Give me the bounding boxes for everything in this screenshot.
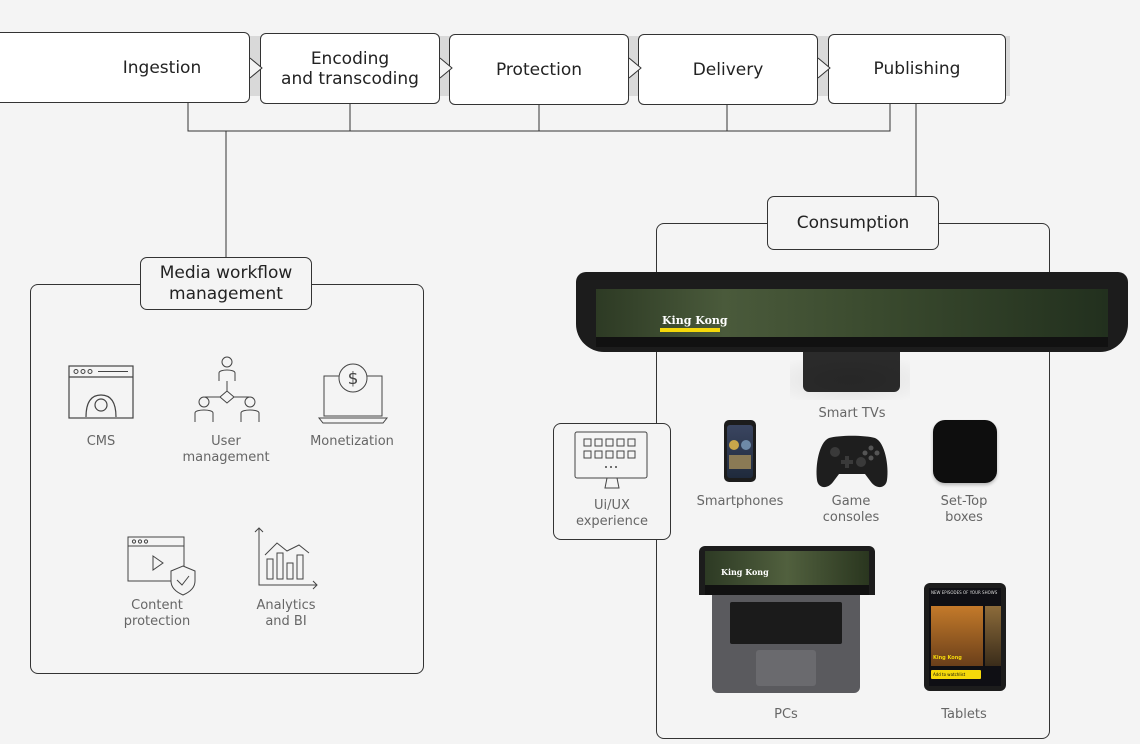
laptop-show-title: King Kong [721, 567, 769, 577]
workflow-title-text: Media workflow management [159, 262, 293, 304]
stage-encoding: Encoding and transcoding [260, 33, 440, 104]
tablet-show-title: King Kong [933, 655, 962, 661]
workflow-cms-label: CMS [86, 434, 116, 449]
stage-encoding-label: Encoding and transcoding [281, 48, 419, 89]
device-set-top-boxes-label: Set-Top boxes [940, 494, 988, 525]
workflow-analytics-label: Analytics and BI [256, 598, 316, 629]
stage-delivery: Delivery [638, 34, 818, 105]
device-game-consoles-label: Game consoles [822, 494, 880, 525]
stage-ingestion-label: Ingestion [122, 57, 202, 78]
workflow-content-protection-label: Content protection [123, 598, 191, 629]
bar-chart-icon [254, 527, 318, 590]
stage-arrows [249, 57, 831, 79]
stage-publishing: Publishing [828, 34, 1006, 104]
uiux-box [553, 423, 671, 540]
workflow-monetization-label: Monetization [310, 434, 394, 449]
monitor-grid-icon [574, 431, 648, 489]
device-tablets-label: Tablets [941, 707, 987, 722]
play-shield-icon [127, 536, 196, 596]
workflow-title: Media workflow management [140, 257, 312, 310]
gamepad-icon [816, 435, 888, 488]
tablet-header: NEW EPISODES OF YOUR SHOWS [931, 590, 998, 595]
stage-ingestion: Ingestion [0, 32, 250, 103]
uiux-label: Ui/UX experience [575, 498, 649, 529]
tv-show-title: King Kong [662, 314, 728, 327]
stage-delivery-label: Delivery [692, 59, 764, 80]
stage-protection: Protection [449, 34, 629, 105]
stage-publishing-label: Publishing [873, 59, 961, 79]
svg-text:$: $ [348, 369, 359, 389]
cms-browser-icon [68, 365, 134, 419]
device-smart-tv-label: Smart TVs [818, 406, 886, 421]
stage-protection-label: Protection [495, 59, 582, 80]
user-hierarchy-icon [194, 356, 260, 422]
consumption-title: Consumption [767, 196, 939, 250]
workflow-user-management-label: User management [182, 434, 270, 465]
tablet-button: Add to watchlist [933, 672, 966, 677]
consumption-title-text: Consumption [796, 212, 910, 233]
device-smartphones-label: Smartphones [696, 494, 784, 509]
device-pcs-label: PCs [774, 707, 798, 722]
set-top-box-icon [933, 420, 997, 483]
laptop-dollar-icon: $ [317, 363, 389, 424]
